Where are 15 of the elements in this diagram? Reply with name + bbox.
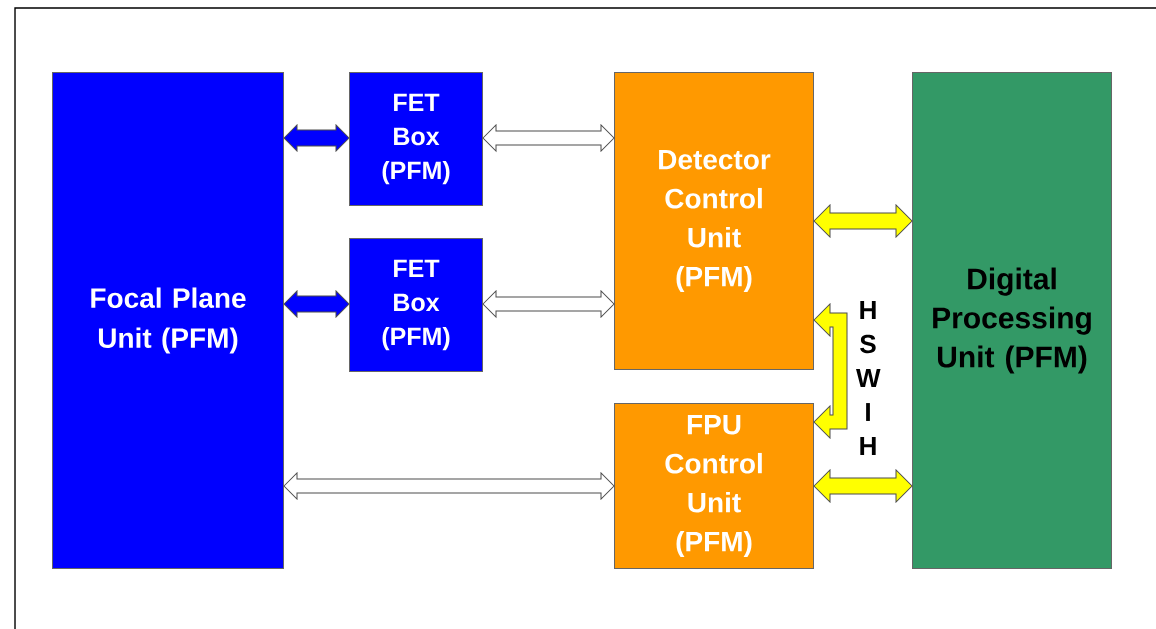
unit-box: FPU Control Unit (PFM) [614,403,814,569]
edge-label: H S W I H [854,299,882,457]
double-arrow [813,204,913,238]
double-arrow [283,290,350,318]
unit-box: Digital Processing Unit (PFM) [912,72,1112,569]
unit-box: FET Box (PFM) [349,72,483,206]
double-arrow [813,303,848,439]
unit-box: Detector Control Unit (PFM) [614,72,814,370]
double-arrow [813,469,913,503]
unit-box: Focal Plane Unit (PFM) [52,72,284,569]
unit-box: FET Box (PFM) [349,238,483,372]
double-arrow [482,290,615,318]
double-arrow [482,124,615,152]
double-arrow [283,472,615,500]
double-arrow [283,124,350,152]
